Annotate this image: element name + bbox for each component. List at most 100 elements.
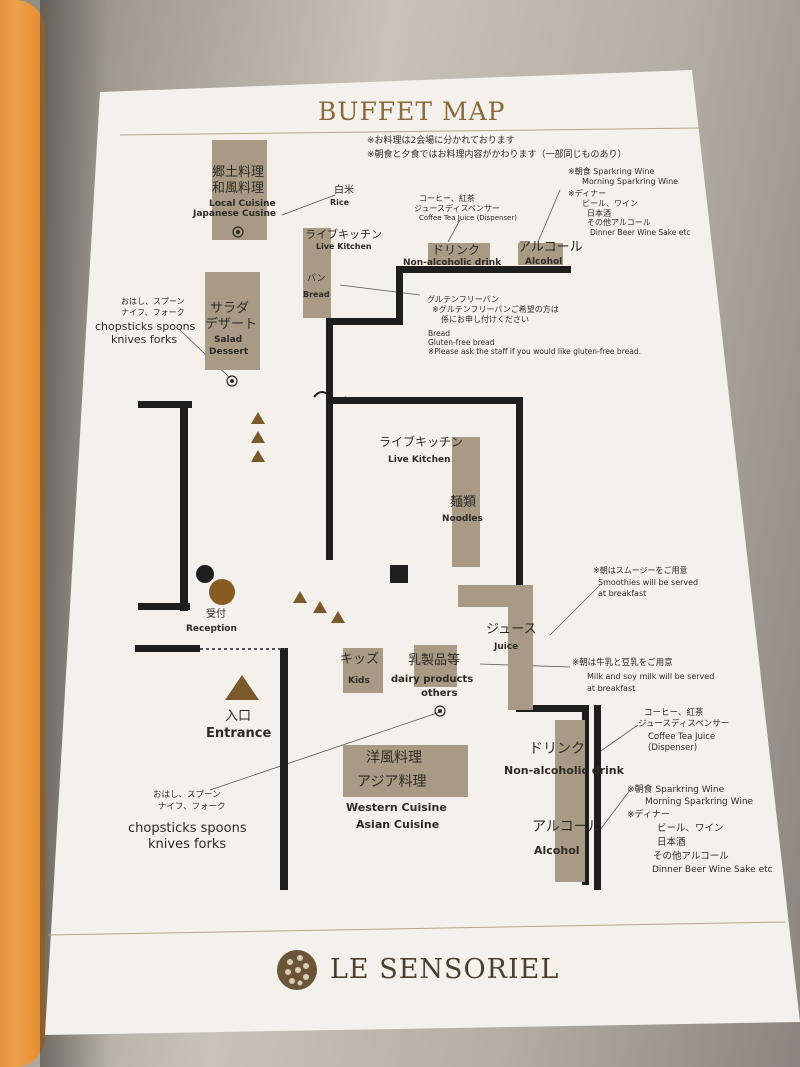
wall-break-mark: [313, 391, 347, 403]
block-live-kitchen-noodles: [452, 437, 480, 567]
wine-top-line: Morning Sparkring Wine: [582, 177, 679, 186]
leader-bread: [339, 284, 421, 296]
note-line: ※朝食と夕食ではお料理内容がかわります（一部同じものあり）: [367, 150, 627, 160]
block-alcohol-top: [518, 243, 563, 265]
milk-line: at breakfast: [587, 684, 636, 693]
western-en2: Asian Cuisine: [356, 818, 440, 831]
local-cuisine-jp1: 郷土料理: [212, 165, 265, 180]
leader-smoothie: [549, 584, 601, 636]
wall-right-lower: [582, 705, 589, 885]
coffee-bottom-line: (Dispenser): [648, 743, 698, 753]
noodles-jp: 麺類: [450, 495, 477, 510]
live-kitchen-noodles-jp: ライブキッチン: [379, 435, 464, 449]
wine-bottom-line: ビール、ワイン: [657, 823, 724, 834]
wall-top-horizontal: [396, 266, 571, 273]
block-juice-vertical: [508, 585, 533, 710]
leader-coffee-top: [447, 219, 461, 243]
salad-jp1: サラダ: [210, 301, 250, 316]
entrance-triangle: [225, 675, 259, 700]
reception-circle: [209, 579, 235, 605]
wall-top-step: [396, 268, 403, 325]
utensils-bottom-line: knives forks: [148, 837, 227, 852]
utensils-top-line: ナイフ、フォーク: [121, 308, 185, 317]
coffee-top-en: Coffee Tea Juice (Dispenser): [419, 214, 518, 222]
block-drink-bottom: [555, 720, 585, 882]
leader-rice: [281, 194, 336, 216]
alcohol-top-jp: アルコール: [518, 240, 583, 255]
triangle-marker: [251, 412, 265, 424]
wine-top-line: ※朝食 Sparkring Wine: [568, 167, 655, 176]
wine-top-line: 日本酒: [587, 209, 611, 218]
smoothie-line: at breakfast: [598, 589, 647, 598]
coffee-bottom-line: ジュースディスペンサー: [638, 719, 730, 729]
block-western: [343, 745, 468, 797]
rice-label-en: Rice: [330, 198, 350, 207]
wine-bottom-line: 日本酒: [657, 837, 686, 848]
western-jp1: 洋風料理: [366, 750, 422, 766]
kids-jp: キッズ: [340, 652, 380, 667]
location-ring-salad: [226, 375, 238, 387]
coffee-bottom-line: Coffee Tea Juice: [648, 732, 716, 742]
drink-top-en: Non-alcoholic drink: [403, 258, 502, 268]
wine-top-line: Dinner Beer Wine Sake etc: [590, 228, 691, 237]
drink-bottom-en: Non-alcoholic drink: [504, 764, 624, 777]
utensils-top-line: knives forks: [111, 333, 178, 346]
milk-line: Milk and soy milk will be served: [587, 672, 715, 681]
drink-bottom-jp: ドリンク: [529, 741, 585, 757]
drink-top-jp: ドリンク: [432, 243, 481, 257]
local-cuisine-jp2: 和風料理: [212, 181, 265, 196]
western-jp2: アジア料理: [357, 774, 427, 790]
footer-rule: [47, 921, 786, 936]
gluten-line: グルテンフリーパン: [427, 295, 500, 304]
coffee-top-jp2: ジュースディスペンサー: [414, 204, 500, 213]
brand-logo-icon: [277, 950, 317, 990]
wall-entrance-top: [135, 645, 200, 652]
bread-en: Bread: [303, 290, 330, 299]
kids-en: Kids: [348, 676, 370, 686]
leader-wine-top: [537, 189, 561, 243]
entrance-jp: 入口: [225, 709, 252, 724]
wine-bottom-line: ※ディナー: [627, 810, 670, 820]
dairy-en2: others: [421, 688, 458, 699]
triangle-marker: [251, 431, 265, 443]
wine-bottom-line: ※朝食 Sparkring Wine: [627, 785, 725, 795]
dairy-jp: 乳製品等: [408, 653, 461, 668]
juice-jp: ジュース: [486, 622, 537, 637]
leader-wine-bottom: [599, 789, 631, 831]
orange-binder: [0, 0, 45, 1067]
wall-top-connector: [326, 318, 401, 325]
live-kitchen-noodles-en: Live Kitchen: [388, 455, 451, 465]
local-cuisine-en2: Japanese Cusine: [193, 209, 277, 219]
entrance-en: Entrance: [206, 726, 272, 741]
bread-jp: パン: [307, 274, 326, 284]
wine-bottom-line: Morning Sparkring Wine: [645, 797, 754, 807]
salad-en2: Dessert: [209, 347, 249, 357]
utensils-bottom-line: おはし、スプーン: [153, 790, 221, 800]
alcohol-bottom-jp: アルコール: [532, 819, 602, 835]
live-kitchen-top-jp: ライブキッチン: [305, 228, 382, 241]
noodles-en: Noodles: [442, 514, 483, 524]
alcohol-bottom-en: Alcohol: [534, 844, 580, 857]
wall-left-bottom: [138, 603, 190, 610]
gluten-line: Bread: [428, 329, 451, 338]
block-drink-top: [428, 243, 490, 265]
utensils-top-line: おはし、スプーン: [121, 297, 185, 306]
utensils-bottom-line: ナイフ、フォーク: [158, 802, 226, 812]
gluten-line: ※Please ask the staff if you would like …: [428, 347, 641, 356]
western-en1: Western Cuisine: [346, 801, 447, 814]
live-kitchen-top-en: Live Kitchen: [316, 242, 372, 251]
wine-bottom-line: Dinner Beer Wine Sake etc: [652, 865, 773, 875]
dairy-en1: dairy products: [391, 674, 474, 685]
triangle-marker: [251, 450, 265, 462]
wall-entrance-vertical: [280, 648, 288, 890]
location-ring-dairy: [434, 705, 446, 717]
utensils-top-line: chopsticks spoons: [95, 320, 196, 333]
rice-label-jp: 白米: [334, 185, 354, 196]
smoothie-line: Smoothies will be served: [598, 578, 699, 587]
brand-name: LE SENSORIEL: [330, 954, 560, 985]
utensils-bottom-line: chopsticks spoons: [128, 821, 247, 836]
wall-left-top: [138, 401, 192, 408]
triangle-marker: [313, 601, 327, 613]
title-rule: [119, 127, 701, 136]
coffee-top-jp: コーヒー、紅茶: [419, 194, 475, 203]
